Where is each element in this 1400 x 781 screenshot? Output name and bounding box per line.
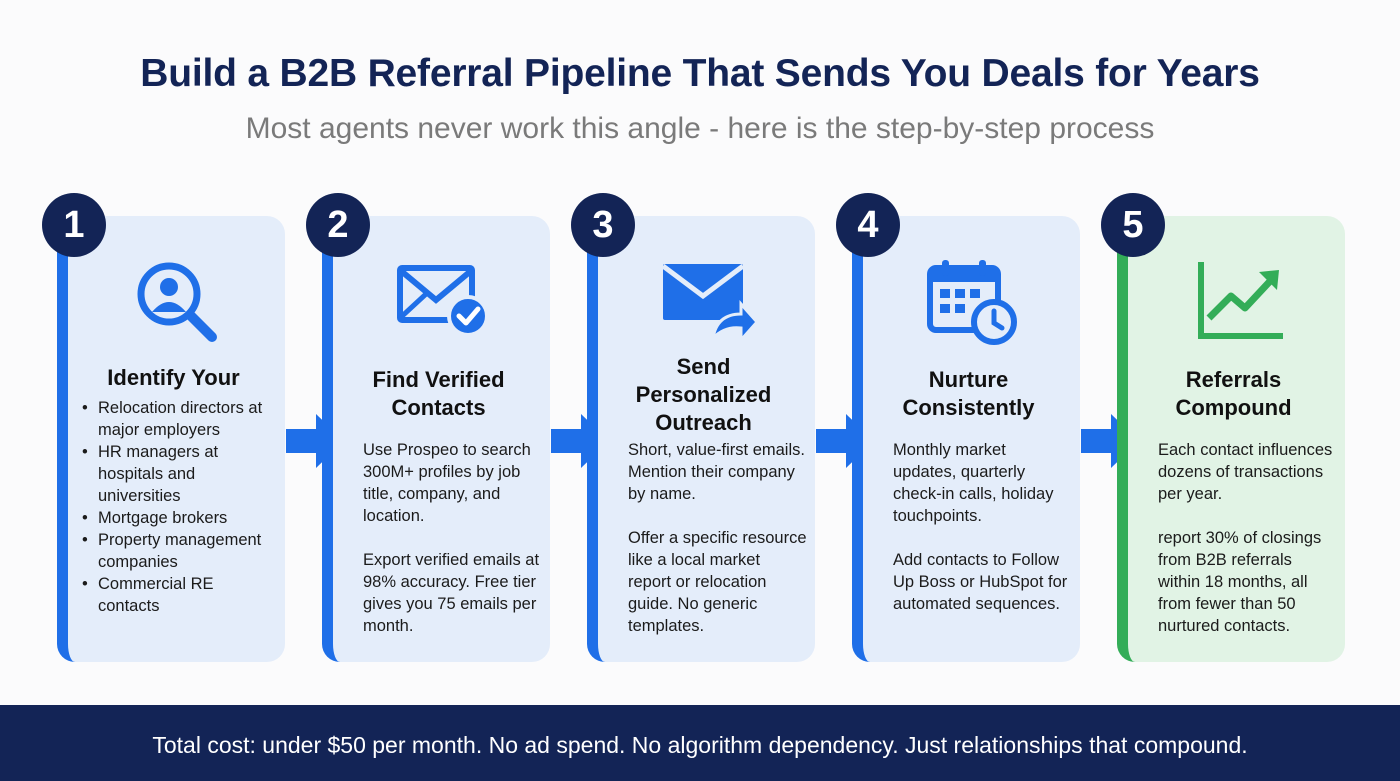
step-title-5: Referrals Compound (1134, 366, 1333, 422)
step-title-line: Send (676, 354, 731, 379)
footer-banner: Total cost: under $50 per month. No ad s… (0, 705, 1400, 781)
step-body-1: Relocation directors at major employers … (82, 397, 277, 617)
step-title-line: Contacts (391, 395, 486, 420)
step-body-4: Monthly market updates, quarterly check-… (893, 439, 1072, 637)
step-paragraph: Export verified emails at 98% accuracy. … (363, 551, 540, 635)
step-title-line: Consistently (902, 395, 1035, 420)
step-paragraph: Each contact influences dozens of transa… (1158, 441, 1333, 503)
step-number-3: 3 (571, 193, 635, 257)
step-title-line: Identify Your (107, 365, 240, 390)
calendar-clock-icon (922, 256, 1022, 346)
step-number-1: 1 (42, 193, 106, 257)
step-paragraph: Offer a specific resource like a local m… (628, 529, 807, 635)
step-title-3: Send Personalized Outreach (604, 353, 803, 437)
step-number-2: 2 (306, 193, 370, 257)
step-title-line: Nurture (928, 367, 1009, 392)
step-body-2: Use Prospeo to search 300M+ profiles by … (363, 439, 542, 659)
step-paragraph: report 30% of closings from B2B referral… (1158, 529, 1322, 635)
step-card-4: Nurture Consistently Monthly market upda… (852, 216, 1080, 662)
step-card-3: Send Personalized Outreach Short, value-… (587, 216, 815, 662)
send-mail-icon (657, 256, 759, 346)
step-title-line: Personalized (635, 382, 772, 407)
step-number-4: 4 (836, 193, 900, 257)
list-item: Mortgage brokers (82, 507, 277, 529)
step-card-1: Identify Your Relocation directors at ma… (57, 216, 285, 662)
step-paragraph: Add contacts to Follow Up Boss or HubSpo… (893, 551, 1068, 613)
list-item: HR managers at hospitals and universitie… (82, 441, 277, 507)
step-number-5: 5 (1101, 193, 1165, 257)
page-title: Build a B2B Referral Pipeline That Sends… (140, 52, 1260, 95)
step-title-line: Compound (1175, 395, 1292, 420)
list-item: Relocation directors at major employers (82, 397, 277, 441)
list-item: Commercial RE contacts (82, 573, 277, 617)
step-card-2: Find Verified Contacts Use Prospeo to se… (322, 216, 550, 662)
step-paragraph: Monthly market updates, quarterly check-… (893, 441, 1054, 525)
verified-mail-icon (392, 256, 492, 346)
step-title-4: Nurture Consistently (869, 366, 1068, 422)
step-title-line: Outreach (655, 410, 752, 435)
step-title-1: Identify Your (74, 364, 273, 392)
step-card-5: Referrals Compound Each contact influenc… (1117, 216, 1345, 662)
list-item: Property management companies (82, 529, 277, 573)
step-body-3: Short, value-first emails. Mention their… (628, 439, 807, 659)
person-search-icon (127, 256, 227, 346)
step-title-line: Referrals (1185, 367, 1282, 392)
growth-chart-icon (1187, 256, 1287, 346)
step-title-line: Find Verified (372, 367, 505, 392)
step-body-5: Each contact influences dozens of transa… (1158, 439, 1337, 659)
step-title-2: Find Verified Contacts (339, 366, 538, 422)
step-paragraph: Short, value-first emails. Mention their… (628, 441, 805, 503)
page-subtitle: Most agents never work this angle - here… (245, 112, 1155, 145)
step-paragraph: Use Prospeo to search 300M+ profiles by … (363, 441, 531, 525)
